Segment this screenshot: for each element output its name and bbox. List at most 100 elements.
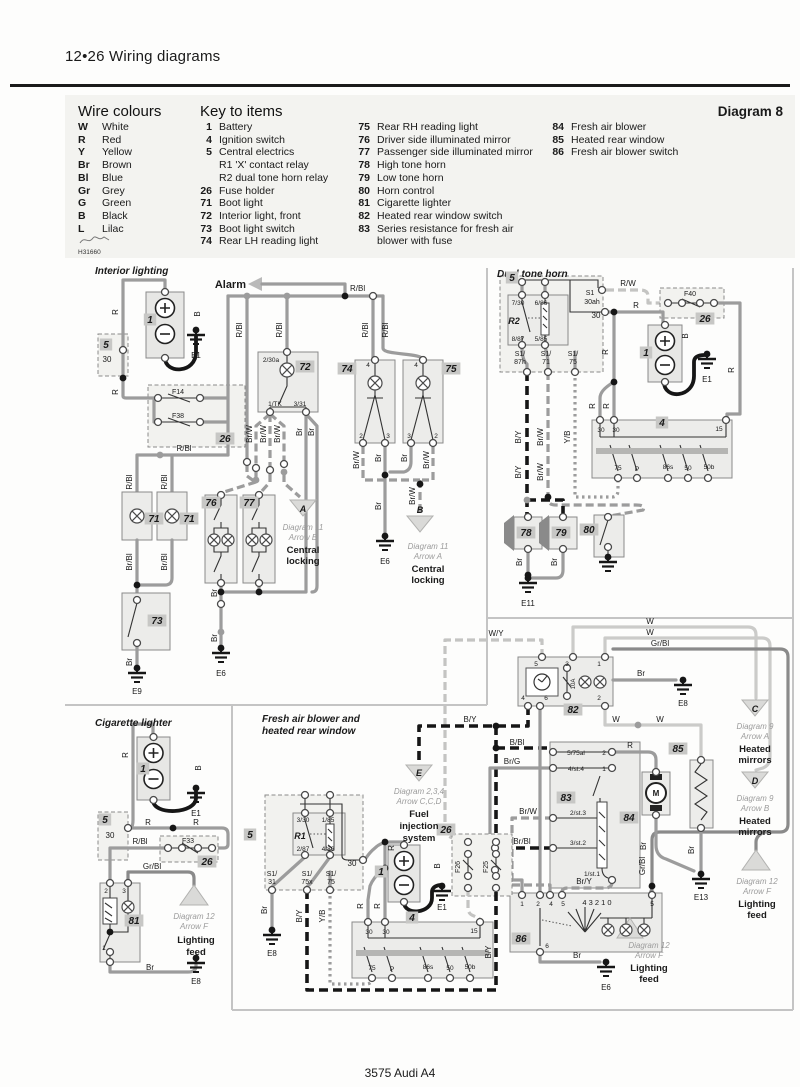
wire-label: E13 [694, 893, 709, 902]
wire-label: 1/85 [322, 817, 335, 824]
terminal [301, 407, 311, 417]
wire-label: Gr/Bl [143, 862, 161, 871]
item-number-chip [144, 512, 164, 525]
terminal [557, 890, 567, 900]
terminal [195, 393, 205, 403]
wire-label: S1 [586, 290, 595, 297]
wire-label: Central [287, 545, 320, 556]
terminal [149, 795, 158, 805]
wire-label: B [194, 765, 203, 770]
ref-arrow-c [740, 699, 770, 717]
wire-label: B/Y [484, 945, 493, 959]
wire-label: 6/86 [535, 300, 548, 307]
wire-label: F40 [684, 291, 696, 298]
wire-label: 2/st.3 [570, 810, 586, 817]
terminal [558, 512, 568, 522]
terminal [105, 878, 115, 888]
item-number-chip [655, 416, 669, 429]
wire-label: E9 [132, 687, 142, 696]
wire-label: Br/Y [576, 877, 592, 886]
terminal [163, 843, 173, 853]
junction-dot [492, 744, 500, 752]
item-number-chip [551, 526, 571, 539]
plus-icon [399, 856, 409, 866]
motor-brush-bottom [650, 805, 662, 811]
terminal [160, 353, 170, 363]
junction-dot [133, 581, 141, 589]
wire-label: 8/87 [512, 336, 525, 343]
wire-label: R [373, 903, 382, 909]
wire-label: E1 [437, 903, 447, 912]
wire-label: 30 [365, 929, 373, 936]
item-number-label: 26 [200, 857, 213, 868]
mirror-internals [213, 498, 267, 580]
fuse-box-26-blower [451, 833, 513, 897]
item-number-chip [668, 742, 688, 755]
terminal [325, 808, 335, 818]
wire-label: Br [374, 502, 383, 510]
wire-label: 2/87 [297, 846, 310, 853]
terminal [517, 340, 527, 350]
wire-label: R [633, 301, 639, 310]
terminal [123, 878, 133, 888]
junction-dot [416, 480, 424, 488]
horn-relay-r2 [507, 294, 569, 346]
wire-label: S1/ [267, 871, 278, 878]
page-header: 12•26 Wiring diagrams [65, 48, 221, 65]
wire-label: R/W [620, 279, 636, 288]
wire-label: Lighting [738, 899, 776, 910]
wire-label: 6 [544, 695, 548, 702]
item-number-chip [516, 526, 536, 539]
diagram-number-label: Diagram 8 [717, 104, 783, 119]
item-number-chip [215, 432, 235, 445]
diagram-ref-caption: Diagram 12 [628, 941, 670, 950]
item-number-label: 1 [140, 764, 146, 775]
ref-arrow-f-lighter [179, 884, 209, 906]
wire-label: Br/W [273, 425, 282, 443]
wire-label: 2 [359, 433, 363, 440]
terminal [709, 298, 719, 308]
terminal [540, 340, 550, 350]
item-number-chip [619, 811, 639, 824]
terminal [695, 298, 705, 308]
terminal [600, 307, 610, 317]
wire-label: Br [374, 454, 383, 462]
terminal [363, 917, 373, 927]
wire-label: B/Y [295, 909, 304, 923]
wire-label: 30 [103, 355, 112, 364]
wire-label: R [387, 845, 396, 851]
wire-label: 71 [542, 359, 550, 366]
terminal [105, 947, 115, 957]
terminal [535, 947, 545, 957]
lamp-cross [603, 925, 613, 935]
wire-label: Heated [739, 744, 771, 755]
wire-label: 4 3 2 1 0 [582, 898, 611, 907]
junction-dot [106, 928, 114, 936]
blower-switch-86 [509, 892, 663, 953]
terminal [265, 407, 275, 417]
item-number-label: 1 [643, 348, 649, 359]
connector-dot [217, 628, 225, 636]
terminal [463, 849, 473, 859]
wire-label: S1/ [515, 351, 526, 358]
wire-label: S1/ [541, 351, 552, 358]
terminal [523, 512, 533, 522]
wire-label: E8 [267, 949, 277, 958]
wire-label: 1 [520, 901, 524, 908]
terminal [153, 417, 163, 427]
alarm-arrow-icon [248, 277, 262, 291]
wire-label: Fresh air blower and [262, 714, 361, 725]
terminal [558, 544, 568, 554]
wire-label: Heated [739, 816, 771, 827]
wire-label: Fuel [409, 809, 429, 820]
